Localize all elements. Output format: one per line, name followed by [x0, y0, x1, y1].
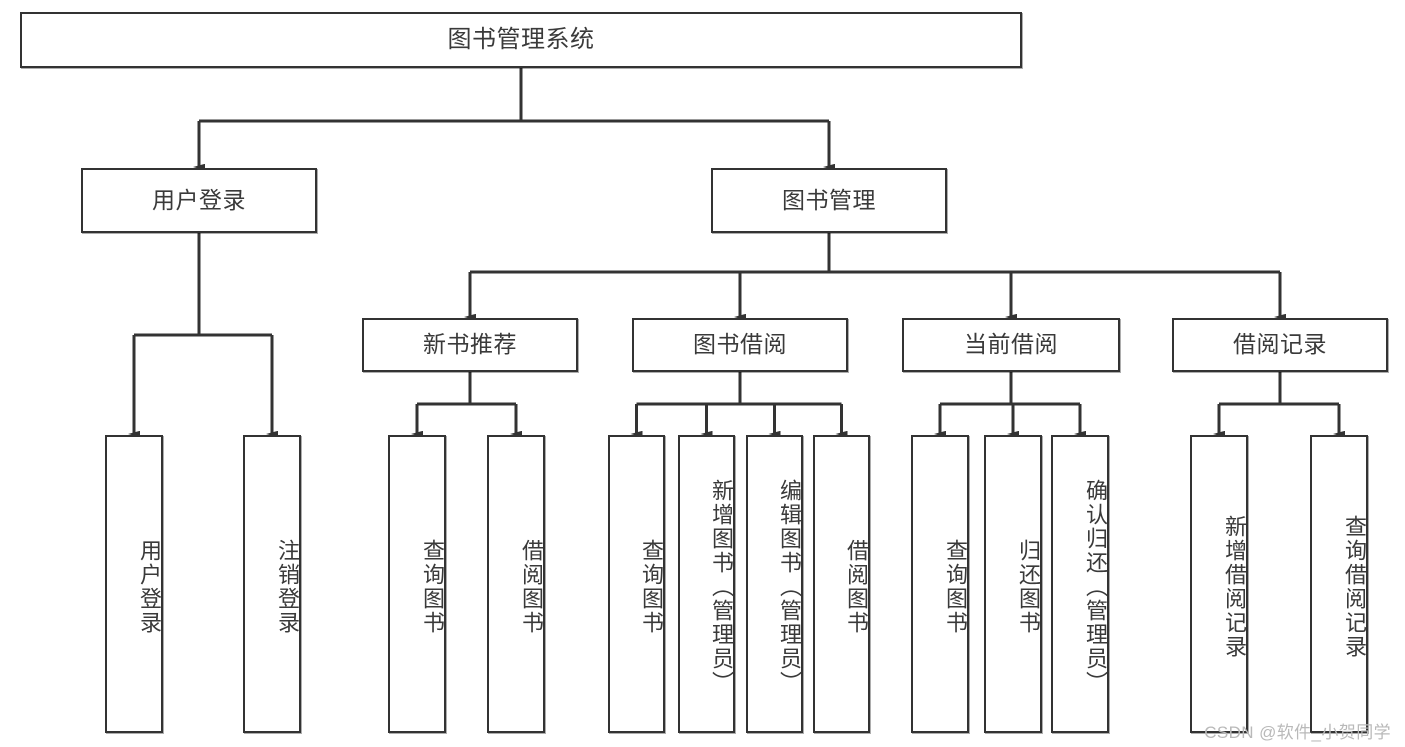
node-user-login-label: 用户登录 [152, 186, 246, 213]
node-leaf-borrow-book-label: 借阅图书 [844, 539, 868, 635]
watermark-label: CSDN @软件_小贺同学 [1204, 723, 1391, 742]
node-leaf-edit-book-label: 编辑图书（管理员） [777, 479, 801, 695]
node-book-management-label: 图书管理 [782, 186, 876, 213]
node-leaf-query-book-current[interactable]: 查询图书 [911, 435, 969, 733]
node-book-borrow-label: 图书借阅 [693, 331, 787, 358]
node-leaf-user-logout-label: 注销登录 [275, 539, 299, 635]
node-leaf-query-borrow-record-label: 查询借阅记录 [1342, 515, 1366, 659]
node-leaf-return-book-label: 归还图书 [1016, 539, 1040, 635]
node-current-borrow[interactable]: 当前借阅 [902, 318, 1120, 372]
node-leaf-edit-book[interactable]: 编辑图书（管理员） [746, 435, 803, 733]
node-new-book-recommend-label: 新书推荐 [423, 331, 517, 358]
node-leaf-add-borrow-record-label: 新增借阅记录 [1222, 515, 1246, 659]
node-book-management[interactable]: 图书管理 [711, 168, 947, 233]
node-leaf-borrow-book[interactable]: 借阅图书 [813, 435, 870, 733]
node-leaf-add-book-label: 新增图书（管理员） [709, 479, 733, 695]
node-leaf-user-logout[interactable]: 注销登录 [243, 435, 301, 733]
node-current-borrow-label: 当前借阅 [964, 331, 1058, 358]
node-leaf-borrow-book-rec[interactable]: 借阅图书 [487, 435, 545, 733]
node-leaf-query-book-borrow[interactable]: 查询图书 [608, 435, 665, 733]
node-leaf-borrow-book-rec-label: 借阅图书 [519, 539, 543, 635]
node-leaf-query-book-rec[interactable]: 查询图书 [388, 435, 446, 733]
node-leaf-query-book-current-label: 查询图书 [943, 539, 967, 635]
node-user-login[interactable]: 用户登录 [81, 168, 317, 233]
node-root-book-management-system[interactable]: 图书管理系统 [20, 12, 1022, 68]
node-leaf-user-login-label: 用户登录 [137, 539, 161, 635]
node-new-book-recommend[interactable]: 新书推荐 [362, 318, 578, 372]
node-leaf-confirm-return-label: 确认归还（管理员） [1083, 479, 1107, 695]
node-borrow-record-label: 借阅记录 [1233, 331, 1327, 358]
node-leaf-return-book[interactable]: 归还图书 [984, 435, 1042, 733]
node-leaf-confirm-return[interactable]: 确认归还（管理员） [1051, 435, 1109, 733]
node-borrow-record[interactable]: 借阅记录 [1172, 318, 1388, 372]
node-leaf-query-borrow-record[interactable]: 查询借阅记录 [1310, 435, 1368, 733]
node-leaf-user-login[interactable]: 用户登录 [105, 435, 163, 733]
node-root-book-management-system-label: 图书管理系统 [447, 25, 595, 53]
node-leaf-add-book[interactable]: 新增图书（管理员） [678, 435, 735, 733]
node-leaf-query-book-rec-label: 查询图书 [420, 539, 444, 635]
node-book-borrow[interactable]: 图书借阅 [632, 318, 848, 372]
node-leaf-query-book-borrow-label: 查询图书 [639, 539, 663, 635]
node-leaf-add-borrow-record[interactable]: 新增借阅记录 [1190, 435, 1248, 733]
